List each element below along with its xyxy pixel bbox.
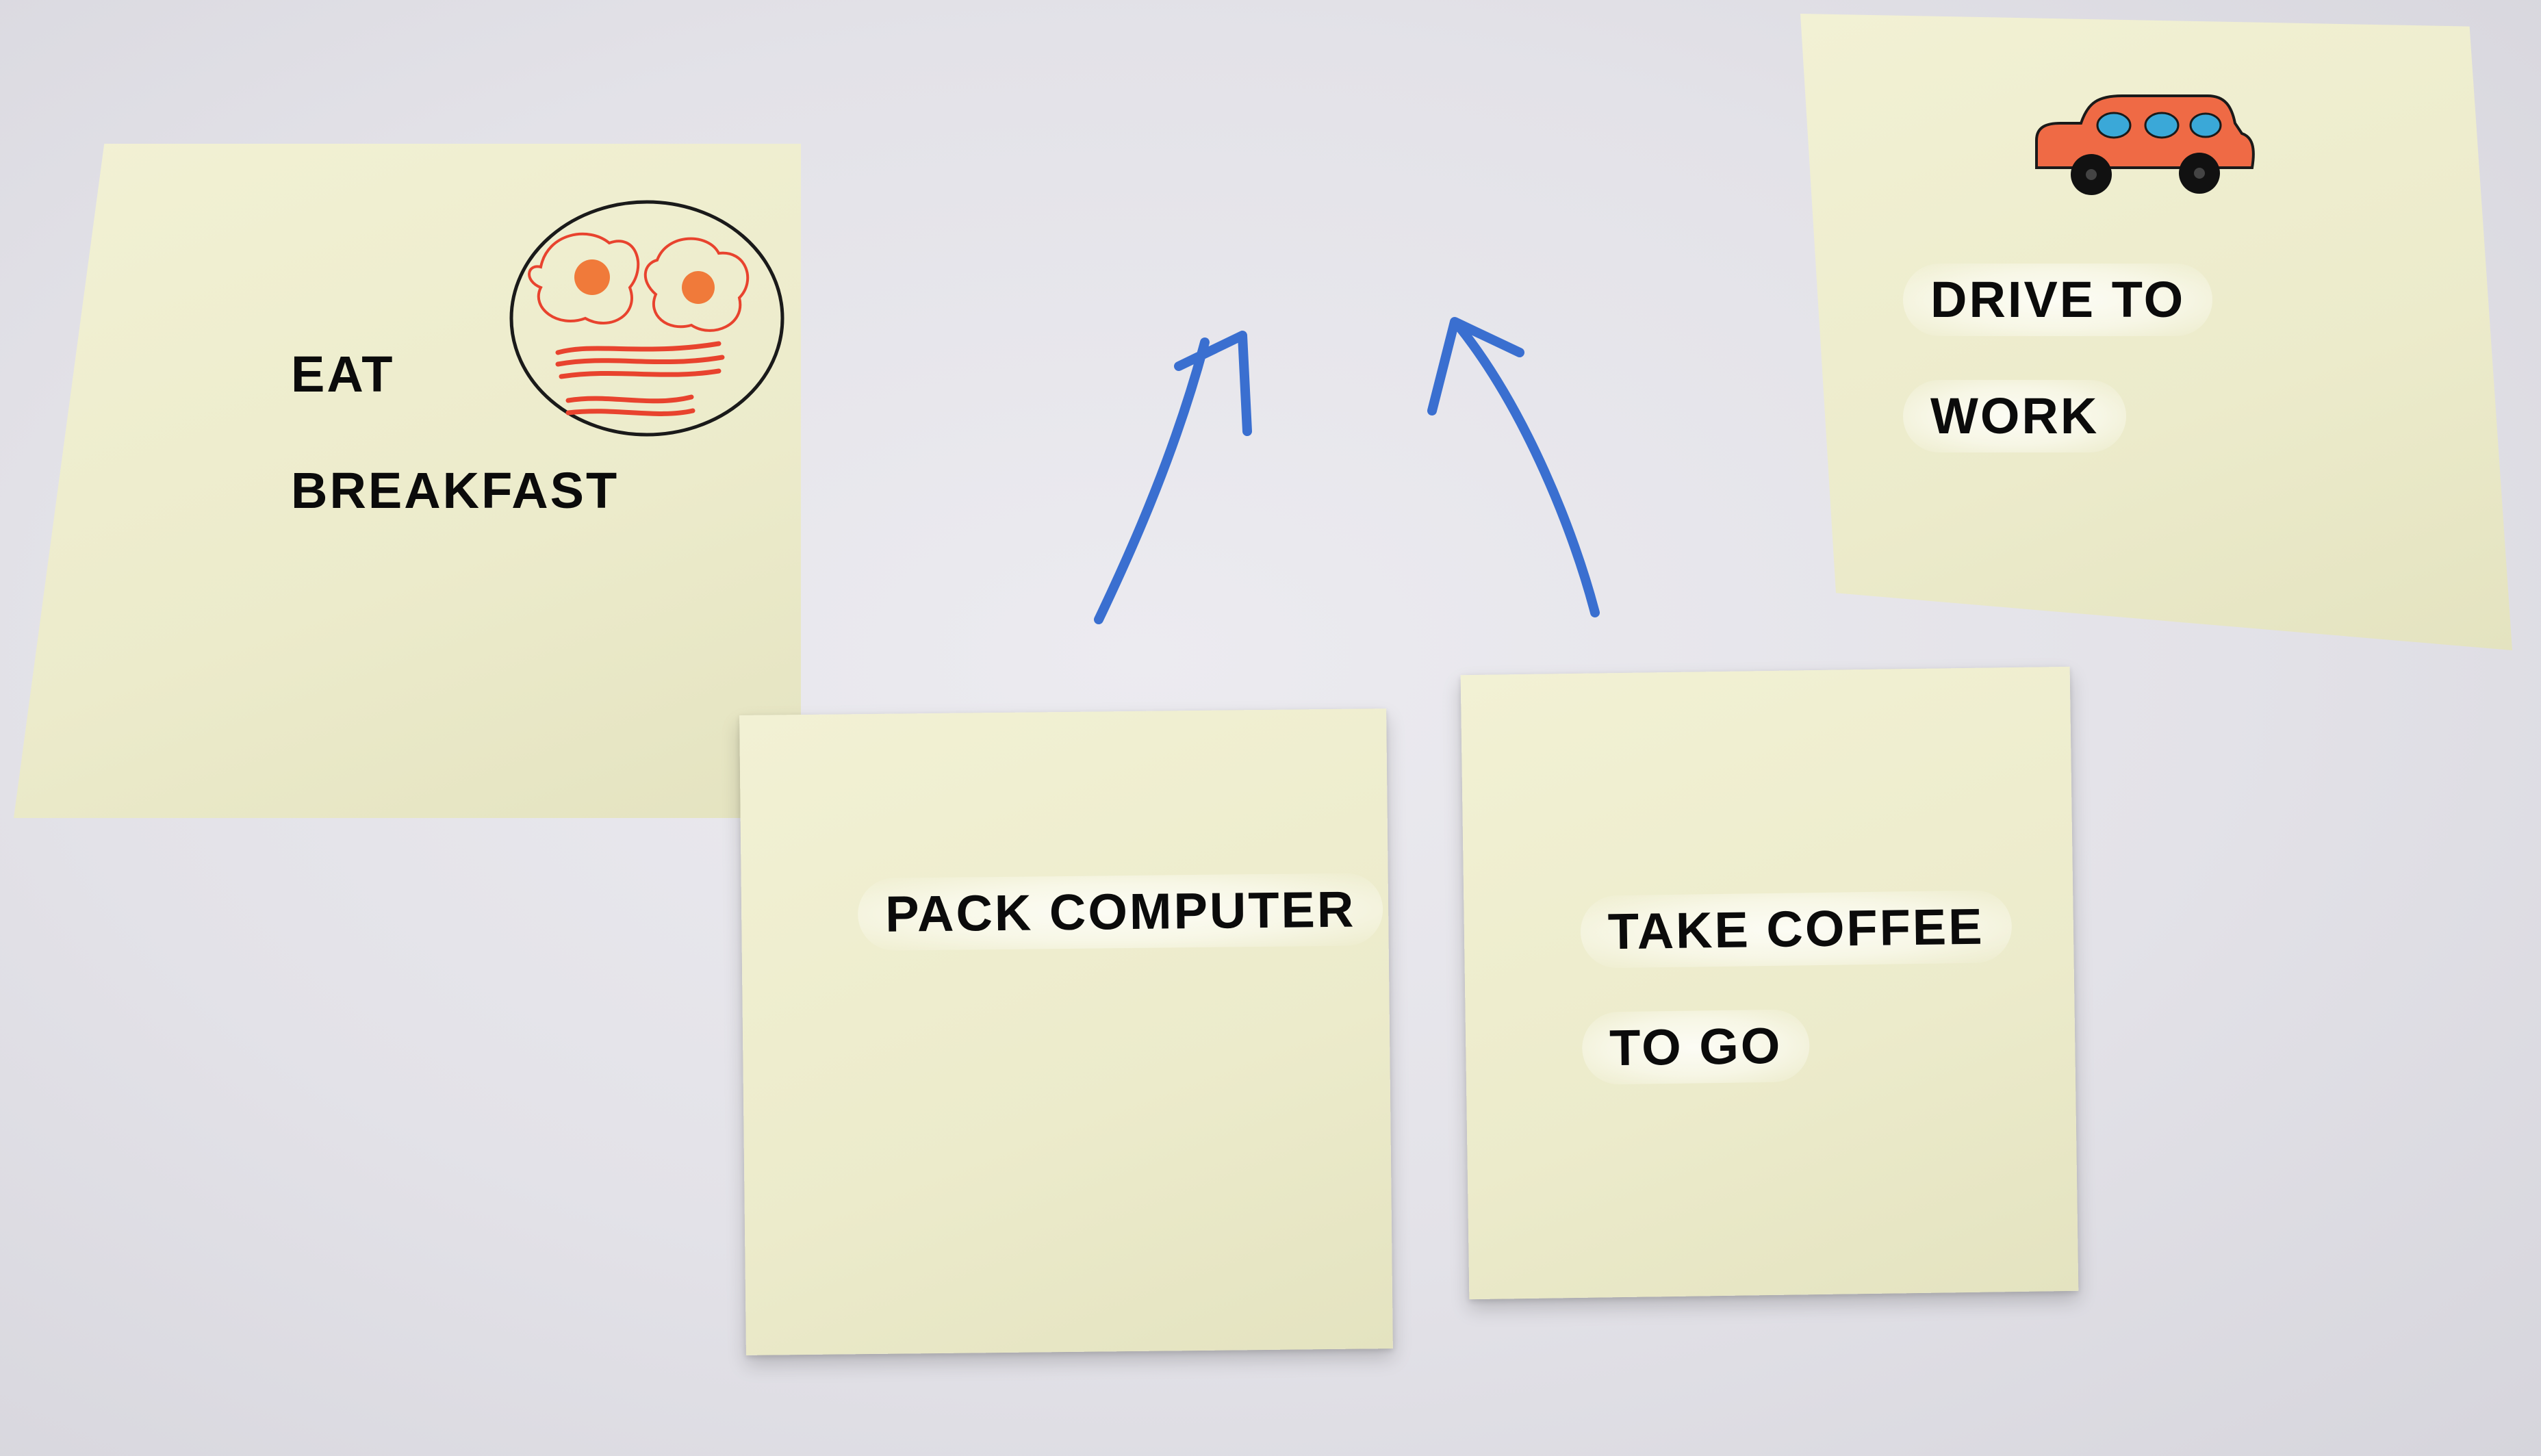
sticky-note-pack-computer[interactable]: PACK COMPUTER — [739, 708, 1393, 1355]
note-text-line-1: EAT — [291, 346, 395, 403]
note-text-line-2: BREAKFAST — [291, 462, 620, 519]
note-text-line-2: TO GO — [1581, 1009, 1811, 1085]
note-text-line-1: DRIVE TO — [1903, 264, 2213, 336]
arrow-up-left — [1427, 317, 1600, 617]
bacon-bottom — [565, 394, 695, 416]
sticky-note-drive-to-work[interactable]: DRIVE TO WORK — [1800, 14, 2512, 650]
sticky-note-eat-breakfast[interactable]: EAT BREAKFAST — [14, 144, 801, 818]
egg-right — [643, 237, 750, 332]
egg-left — [528, 232, 640, 325]
car-drawing — [2035, 94, 2255, 195]
sticky-note-take-coffee[interactable]: TAKE COFFEE TO GO — [1460, 666, 2079, 1300]
bacon-top — [555, 341, 725, 379]
arrow-up-right — [1094, 331, 1252, 624]
note-text-line-1: PACK COMPUTER — [857, 873, 1383, 951]
note-text-line-2: WORK — [1903, 380, 2127, 452]
note-text-line-1: TAKE COFFEE — [1580, 890, 2013, 969]
eggs-and-bacon-face-drawing — [509, 200, 784, 437]
